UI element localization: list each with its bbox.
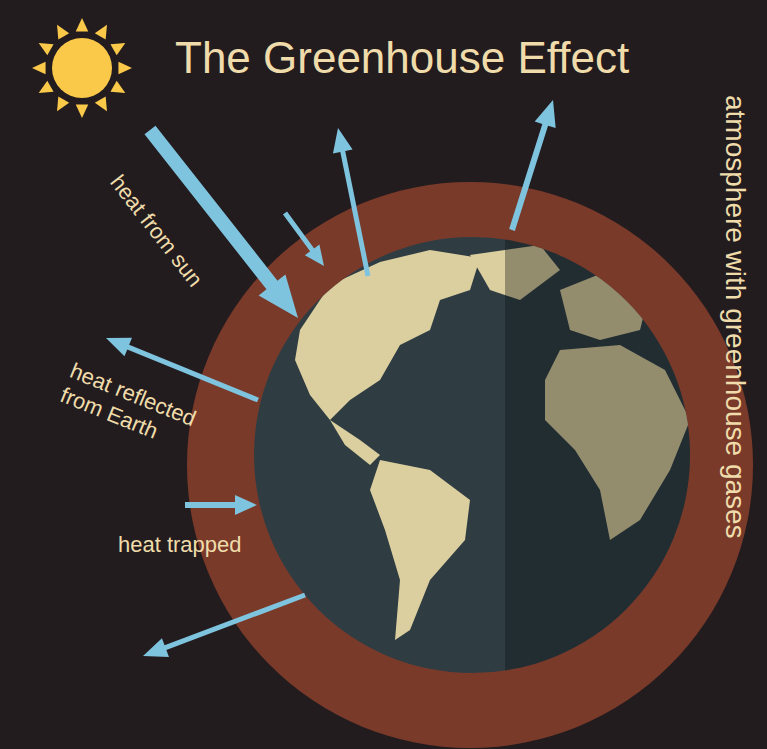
sun-ray — [39, 81, 54, 93]
sun-ray — [39, 43, 54, 55]
heat-arrow — [509, 100, 556, 231]
sun-ray — [110, 43, 125, 55]
sun-ray — [118, 62, 132, 75]
heat-arrow — [283, 212, 324, 266]
atmosphere-ring — [187, 182, 753, 748]
heat-arrow — [185, 495, 257, 515]
heat-arrow — [333, 128, 370, 276]
sun-ray — [95, 96, 107, 111]
heat-arrow — [143, 593, 306, 657]
atmosphere-label: atmosphere with greenhouse gases — [718, 95, 752, 539]
sun-ray — [76, 104, 89, 118]
arrow-label: heat reflected from Earth — [57, 358, 232, 469]
title: The Greenhouse Effect — [175, 32, 629, 84]
arrow-label: heat from sun — [105, 170, 208, 292]
earth-globe — [254, 230, 705, 680]
arrow-label: heat trapped — [118, 532, 242, 558]
sun-ray — [110, 81, 125, 93]
heat-arrows — [106, 100, 556, 657]
sun-ray — [57, 25, 69, 40]
sun-ray — [32, 62, 46, 75]
sun-ray — [76, 18, 89, 32]
sun-symbol — [32, 18, 132, 118]
heat-arrow — [145, 126, 299, 318]
sun-ray — [57, 96, 69, 111]
sun-ray — [95, 25, 107, 40]
